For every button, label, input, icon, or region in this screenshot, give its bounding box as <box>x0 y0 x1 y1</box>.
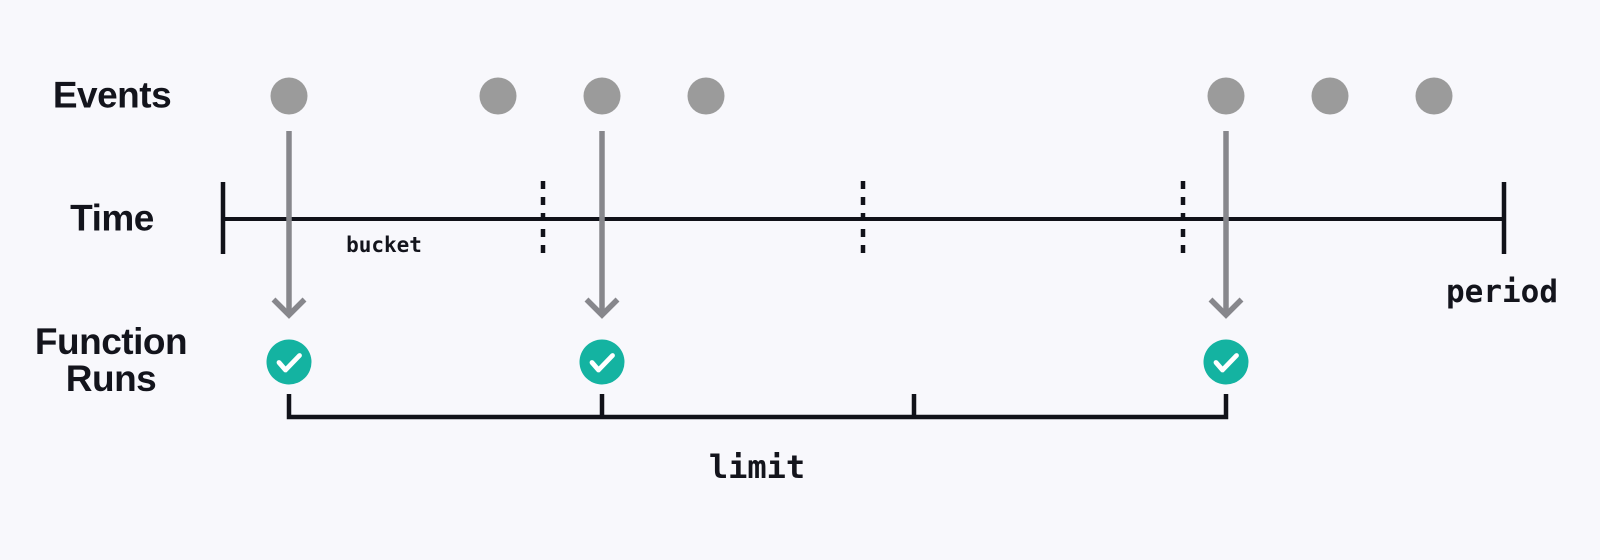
timeline <box>220 181 1507 254</box>
time-row-label: Time <box>70 197 154 239</box>
period-annotation: period <box>1446 274 1558 310</box>
arrow-down-icon <box>271 131 307 319</box>
event-dot <box>583 77 621 115</box>
function-run-check-icon <box>1203 339 1249 385</box>
event-dot <box>1207 77 1245 115</box>
events-row-label: Events <box>52 74 172 116</box>
limit-bracket <box>286 394 1229 420</box>
event-dots <box>270 77 1453 115</box>
event-dot <box>1311 77 1349 115</box>
bucket-annotation: bucket <box>346 233 422 257</box>
event-dot <box>270 77 308 115</box>
function-run-markers <box>266 339 1249 385</box>
arrow-down-icon <box>1208 131 1244 319</box>
arrow-down-icon <box>584 131 620 319</box>
event-dot <box>1415 77 1453 115</box>
event-arrows <box>271 131 1244 319</box>
event-dot <box>687 77 725 115</box>
limit-annotation: limit <box>708 448 806 486</box>
function-runs-label-line2: Runs <box>65 358 157 399</box>
function-runs-row-label: Function Runs <box>34 321 188 399</box>
function-run-check-icon <box>579 339 625 385</box>
function-run-check-icon <box>266 339 312 385</box>
function-runs-label-line1: Function <box>34 321 188 362</box>
event-dot <box>479 77 517 115</box>
